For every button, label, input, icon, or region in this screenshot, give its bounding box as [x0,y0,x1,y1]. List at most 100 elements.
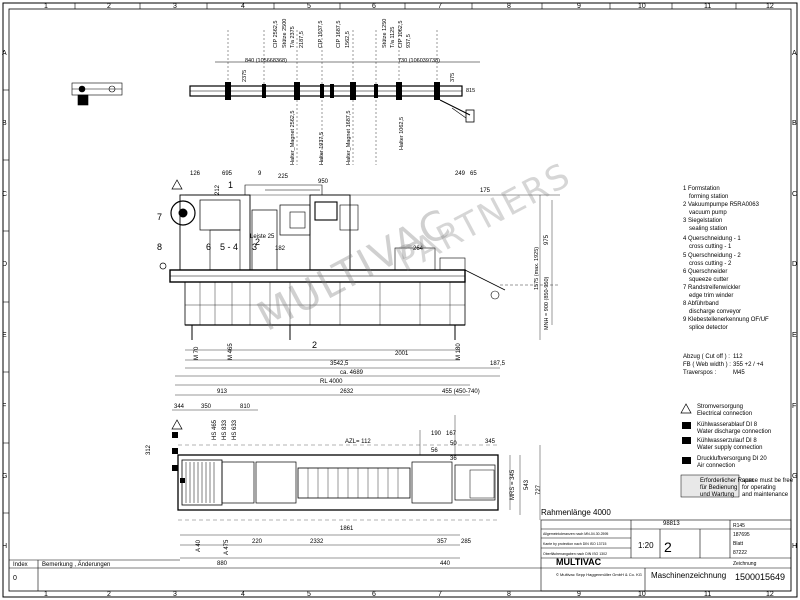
dim: MRS = 345 [510,469,516,500]
space-swatch [680,474,740,498]
tolerance-note: Oberflächenangaben nach DIN ISO 1302 [543,552,607,556]
dim: 344 [174,404,185,410]
dim: 3542,5 [330,361,349,367]
col-label: 11 [704,3,711,10]
legend-item-en: vacuum pump [689,210,727,216]
vlabel: CIP 1687,5 [336,21,342,48]
row-index-right: A B C D E F G H [792,50,797,550]
row-label: G [2,473,7,480]
legend-item: 4 Querschneidung - 1 [683,236,741,242]
supply-item: Erforderlicher Raum [700,478,754,484]
meta: 87222 [733,550,747,556]
station-no: 3 [252,242,257,252]
row-label: D [792,261,797,268]
legend-item: 6 Querschneider [683,269,727,275]
param-label: Abzug ( Cut off ) : [683,354,730,360]
legend-item: 7 Randstreifenwickler [683,285,740,291]
warning-icon [680,403,692,414]
dim: 175 [480,188,491,194]
water-drain-icon [682,422,691,429]
doc-number: 98813 [663,521,680,527]
col-label: 6 [372,3,376,10]
station-legend: 1 Formstation forming station 2 Vakuumpu… [683,186,769,331]
dim: 249 [455,171,466,177]
col-label: 10 [638,3,646,10]
row-label: B [792,120,797,127]
supply-item: und Wartung [700,492,734,498]
col-label: 1 [44,591,48,598]
inner-frame [8,8,792,592]
meta: R145 [733,523,745,529]
air-icon [682,457,691,464]
title-block [9,519,792,592]
row-label: B [2,120,7,127]
station-no: 7 [157,212,162,222]
dim: 182 [275,246,286,252]
row-label: D [2,261,7,268]
station-no: 6 [206,242,211,252]
dim: A 40 [196,539,202,552]
param-label: FB ( Web width ) : [683,362,731,368]
param-value: 355 +2 / +4 [733,362,764,368]
col-label: 11 [704,591,711,598]
dim-730: 730 (106039738) [398,58,440,64]
revision-zero: 0 [13,575,17,582]
water-supply-icon [682,437,691,444]
supply-item-en: space must be free [742,478,794,484]
row-label: F [2,403,6,410]
dim: 913 [217,389,228,395]
supply-item-en: Water discharge connection [697,429,771,435]
col-label: 5 [307,591,311,598]
frame-length: Rahmenlänge 4000 [541,508,611,517]
legend-item: 8 Abführband [683,301,719,307]
vlabel: 815 [466,88,475,94]
supply-item-en: Water supply connection [697,445,762,451]
halter-label: Halter 1937,5 [319,132,325,165]
dim: RL 4000 [320,379,343,385]
halter-label: Halter_Magnet 2562,5 [290,111,296,165]
drawing-number: 1500015649 [735,572,785,582]
side-view [159,179,560,369]
tolerance-note: Kante by protection nach DIN ISO 13715 [543,542,606,546]
col-label: 5 [307,3,311,10]
col-label: 9 [577,3,581,10]
vlabel: 1562,5 [345,31,351,48]
title-block-text: Rahmenlänge 4000 98813 1:20 2 MULTIVAC ©… [13,508,785,582]
dim: 312 [146,444,152,455]
company-name: © Multivac Sepp Haggenmüller GmbH & Co. … [556,572,642,577]
row-label: C [2,191,7,198]
scale: 1:20 [638,541,654,550]
col-label: 7 [438,3,442,10]
column-index-top: 1 2 3 4 5 6 7 8 9 10 11 12 [44,3,774,10]
station-no: 5 - 4 [220,242,238,252]
legend-item: 9 Klebestellenerkennung OF/UF [683,317,769,323]
col-label: 9 [577,591,581,598]
supply-item-en: and maintenance [742,492,789,498]
vlabel: Stütze 1250 [382,19,388,48]
dim: 975 [544,234,550,245]
dim: 950 [318,179,329,185]
dim: 187,5 [490,361,506,367]
dim: M 465 [228,343,234,360]
legend-item-en: cross cutting - 1 [689,244,732,250]
meta: 187695 [733,532,750,538]
col-label: 3 [173,3,177,10]
halter-label: Halter 1062,5 [399,117,405,150]
vlabel: T/a 2375 [290,26,296,48]
legend-item-en: edge trim winder [689,293,733,299]
row-label: H [792,543,797,550]
col-label: 3 [173,591,177,598]
dim: 190 [431,431,442,437]
dim: 9 [258,171,262,177]
col-label: 8 [507,3,511,10]
supply-item-en: for operating [742,485,776,491]
dim: 350 [201,404,212,410]
dim: 455 (450-740) [442,389,480,395]
dim: MNH = 900 (850-950) [544,276,550,330]
dim: 440 [440,561,451,567]
dim: 285 [461,539,472,545]
dim: 225 [278,174,289,180]
legend-item-en: cross cutting - 2 [689,261,732,267]
legend-item-en: squeeze cutter [689,277,728,283]
index-header: Index [13,562,28,568]
